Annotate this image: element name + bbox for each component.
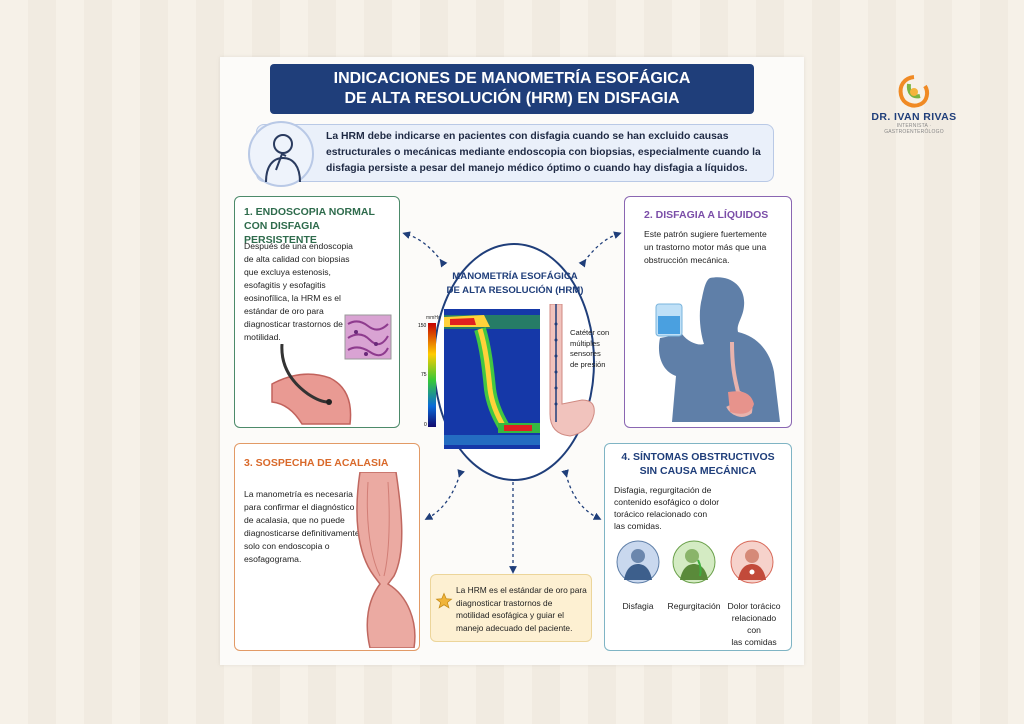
title-line-1: INDICACIONES DE MANOMETRÍA ESOFÁGICA [333,70,691,87]
star-icon [435,592,453,609]
arrow-center-to-section-1 [402,231,448,268]
symptom-label-dysphagia: Disfagia [622,601,654,611]
arrow-center-to-section-3 [424,469,465,520]
chest-pain-person-icon [730,540,774,584]
brand-name: DR. IVAN RIVAS [871,111,957,123]
brand-subtitle: INTERNISTA · GASTROENTERÓLOGO [884,123,944,135]
catheter-label: Catéter con múltiples sensores de presió… [570,328,610,369]
hrm-unit-label: mmHg [426,315,441,321]
person-drinking-illustration [655,277,780,422]
title-line-2: DE ALTA RESOLUCIÓN (HRM) EN DISFAGIA [344,90,680,107]
endoscope-stomach-illustration [271,344,352,425]
section-3-title: 3. SOSPECHA DE ACALASIA [244,457,389,469]
symptom-label-regurgitation: Regurgitación [667,601,721,611]
arrow-center-to-section-2 [578,231,622,268]
footer-note-text: La HRM es el estándar de oro para diagno… [456,585,587,633]
hrm-pressure-topography-plot [444,309,540,449]
scale-bottom-label: 0 [424,422,427,428]
symptom-label-chest-pain: Dolor torácico relacionado con las comid… [727,601,781,647]
scale-top-label: 150 [418,323,427,329]
section-4-text: Disfagia, regurgitación de contenido eso… [614,485,720,531]
footer-note-box [430,574,592,642]
hrm-color-scale [428,323,436,427]
section-2-text: Este patrón sugiere fuertemente un trast… [644,229,767,265]
intro-box [256,124,774,182]
thinking-person-icon [265,134,301,183]
intro-text: La HRM debe indicarse en pacientes con d… [326,131,761,174]
section-1-text: Después de una endoscopia de alta calida… [244,241,353,342]
arrow-center-to-section-4 [561,469,602,520]
section-2-title: 2. DISFAGIA A LÍQUIDOS [644,209,769,221]
dysphagia-person-icon [616,540,660,584]
scale-mid-label: 75 [421,372,427,378]
section-3-text: La manometría es necesaria para confirma… [244,489,360,564]
section-1-title: 1. ENDOSCOPIA NORMAL CON DISFAGIA PERSIS… [244,206,375,246]
regurgitation-person-icon [672,540,716,584]
achalasia-esophagus-illustration [356,472,416,648]
hrm-title: MANOMETRÍA ESOFÁGICA DE ALTA RESOLUCIÓN … [446,271,584,296]
biopsy-histology-image [344,314,392,360]
stomach-leaf-logo [898,75,930,108]
section-4-title: 4. SÍNTOMAS OBSTRUCTIVOS SIN CAUSA MECÁN… [621,451,775,477]
page-title: INDICACIONES DE MANOMETRÍA ESOFÁGICA DE … [270,64,754,114]
catheter-stomach-illustration [549,304,595,437]
